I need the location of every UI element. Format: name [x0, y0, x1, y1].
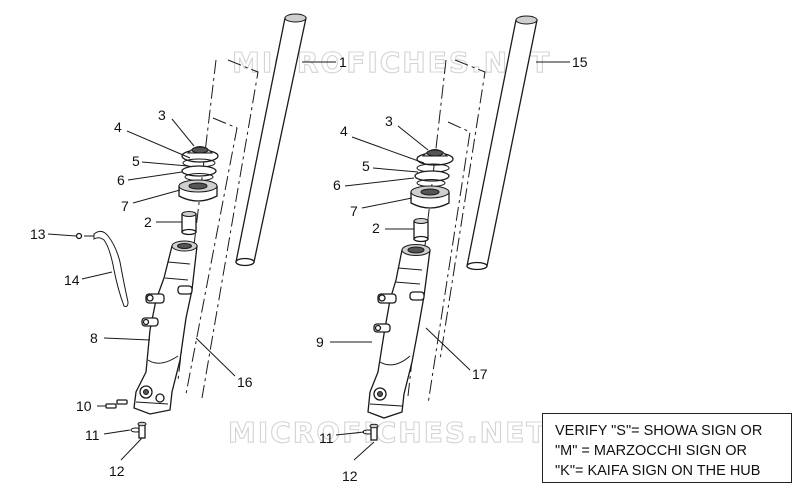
callout-r4: 4: [340, 123, 348, 139]
callout-r12: 12: [342, 468, 358, 484]
callout-r5: 5: [362, 158, 370, 174]
callout-2: 2: [144, 214, 152, 230]
right-fork-slider: [367, 244, 431, 419]
note-line-3: "K"= KAIFA SIGN ON THE HUB: [555, 463, 761, 479]
callout-14: 14: [64, 272, 80, 288]
callout-11: 11: [85, 427, 100, 443]
verify-note-box: VERIFY "S"= SHOWA SIGN OR "M" = MARZOCCH…: [542, 413, 792, 483]
left-oil-seal: [178, 179, 218, 202]
left-stanchion-tube: [235, 13, 307, 267]
callout-10: 10: [76, 398, 92, 414]
callout-12: 12: [109, 463, 125, 479]
right-phantom-line-a: [439, 59, 486, 361]
left-phantom-line-a: [201, 59, 259, 399]
right-phantom-line-b: [427, 121, 471, 405]
right-oil-seal-ring: [414, 170, 450, 182]
left-hose-guide: [75, 230, 129, 307]
right-bushing: [413, 218, 429, 243]
callout-r6: 6: [333, 177, 341, 193]
callout-13: 13: [30, 226, 46, 242]
note-line-1: VERIFY "S"= SHOWA SIGN OR: [555, 423, 763, 439]
left-fork-slider: [133, 240, 198, 415]
left-dust-seal: [181, 146, 219, 163]
callout-6: 6: [117, 172, 125, 188]
callout-8: 8: [90, 330, 98, 346]
left-phantom-line-b: [185, 117, 238, 395]
callout-16: 16: [237, 374, 253, 390]
left-fork-assembly: [47, 13, 336, 461]
watermark-bottom: MICROFICHES.NET: [228, 416, 547, 449]
left-leader-lines: [47, 61, 336, 461]
left-oil-seal-ring: [181, 165, 217, 177]
callout-labels: 1 3 4 5 6 7 2 13 14 8 16 10 11 12 15 3 4…: [30, 54, 588, 484]
callout-7: 7: [121, 198, 129, 214]
callout-r3: 3: [385, 113, 393, 129]
right-oil-seal: [410, 185, 450, 209]
left-bushing: [181, 211, 197, 236]
right-dust-seal: [416, 149, 454, 166]
callout-r7: 7: [350, 203, 358, 219]
callout-4: 4: [114, 119, 122, 135]
callout-r2: 2: [372, 220, 380, 236]
callout-3: 3: [158, 107, 166, 123]
right-stanchion-tube: [466, 15, 538, 271]
callout-5: 5: [132, 153, 140, 169]
right-screws: [362, 423, 379, 441]
callout-17: 17: [472, 366, 488, 382]
right-leader-lines: [330, 61, 570, 461]
callout-9: 9: [316, 334, 324, 350]
callout-r11: 11: [319, 430, 334, 446]
note-line-2: "M" = MARZOCCHI SIGN OR: [555, 443, 747, 459]
callout-15: 15: [572, 54, 588, 70]
right-fork-assembly: [330, 15, 570, 461]
callout-1: 1: [339, 54, 347, 70]
